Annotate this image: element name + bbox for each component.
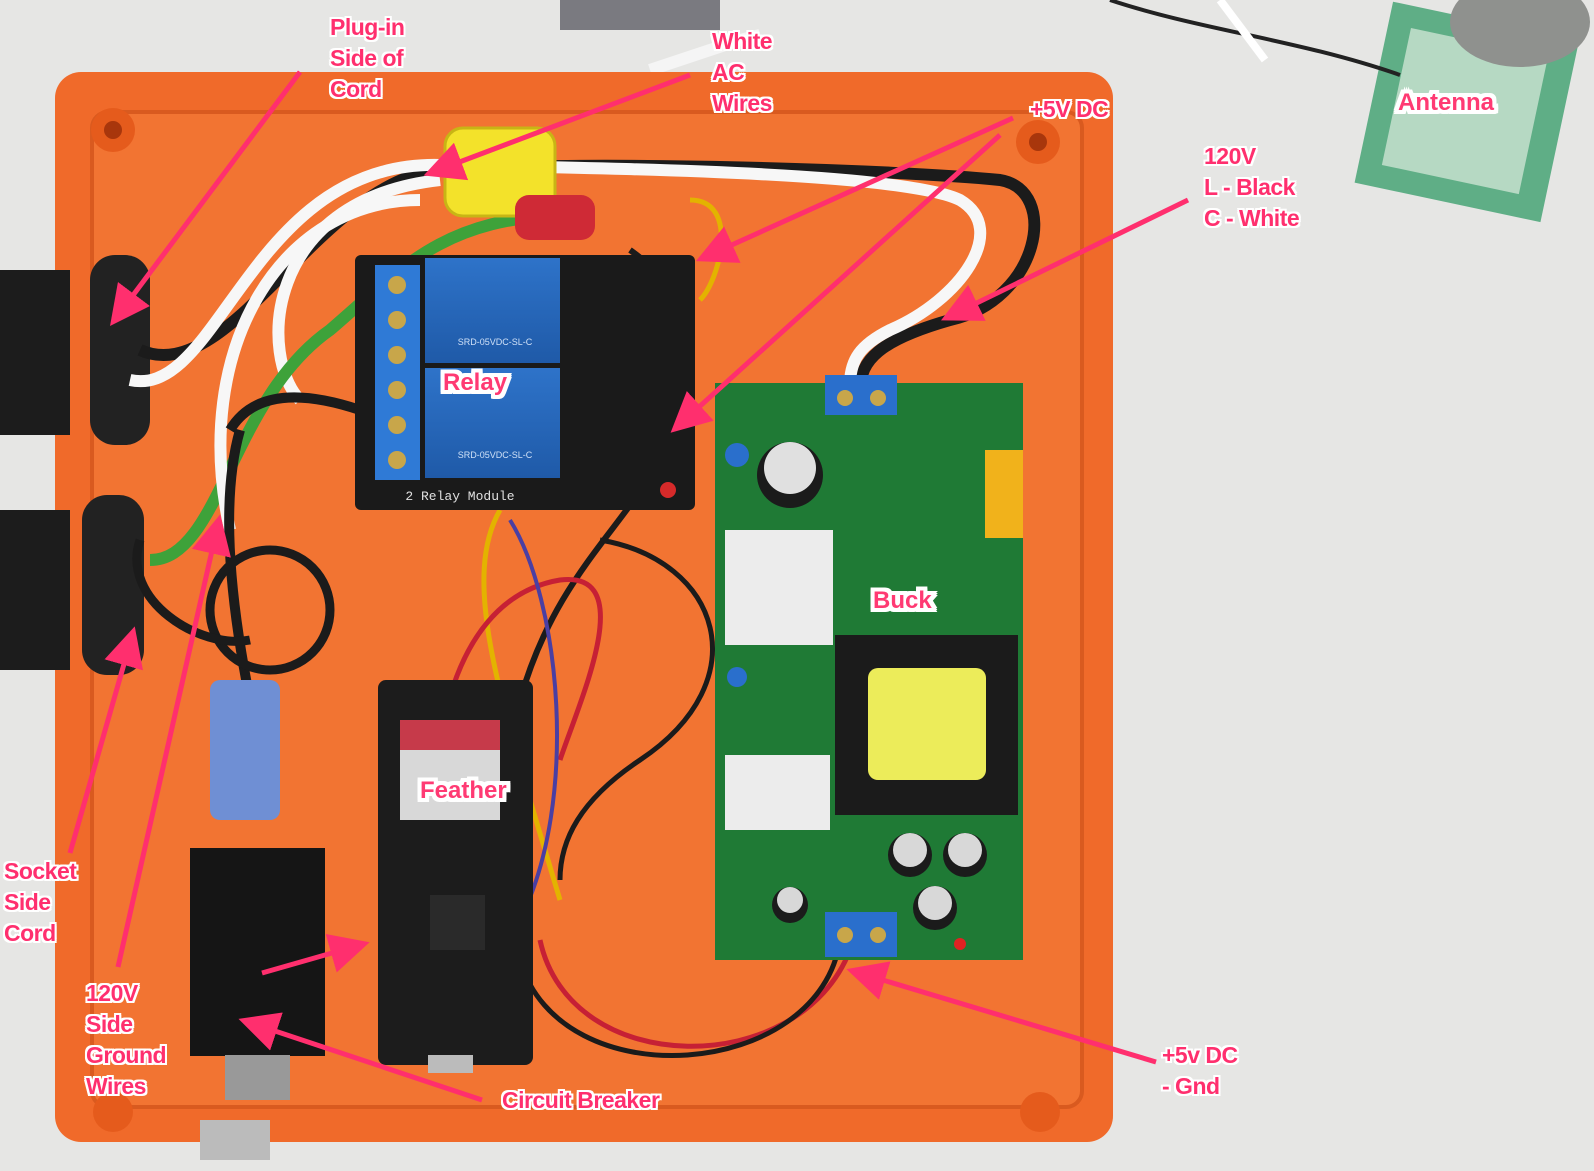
plus5v-gnd-label: +5v DC - Gnd <box>1162 1042 1238 1099</box>
circuit-breaker-label: Circuit Breaker <box>502 1087 660 1113</box>
plug-in-side-label: Plug-in Side of Cord <box>330 14 405 102</box>
line-120v-label: 120V L - Black C - White <box>1204 143 1300 231</box>
feather-board <box>378 680 533 1073</box>
cord-gland-bottom <box>0 510 70 670</box>
relay-module: SRD-05VDC-SL-C SRD-05VDC-SL-C 2 Relay Mo… <box>355 255 695 510</box>
cord-gland-top <box>0 270 70 435</box>
buck-label: Buck <box>873 587 932 614</box>
feather-label: Feather <box>420 777 507 804</box>
socket-side-cord-label: Socket Side Cord <box>4 858 77 946</box>
plus5v-dc-label: +5V DC <box>1030 96 1109 122</box>
circuit-breaker <box>190 680 325 1100</box>
buck-converter <box>715 375 1023 960</box>
relay-label: Relay <box>443 369 508 396</box>
annotation-arrows <box>67 70 1190 1103</box>
relay-coil-text-1: SRD-05VDC-SL-C <box>458 337 533 347</box>
relay-module-silkscreen: 2 Relay Module <box>405 489 514 504</box>
white-ac-wires-label: White AC Wires <box>712 28 773 116</box>
relay-coil-text-2: SRD-05VDC-SL-C <box>458 450 533 460</box>
antenna-label: Antenna <box>1398 89 1495 116</box>
ground-wires-label: 120V Side Ground Wires <box>86 980 167 1099</box>
